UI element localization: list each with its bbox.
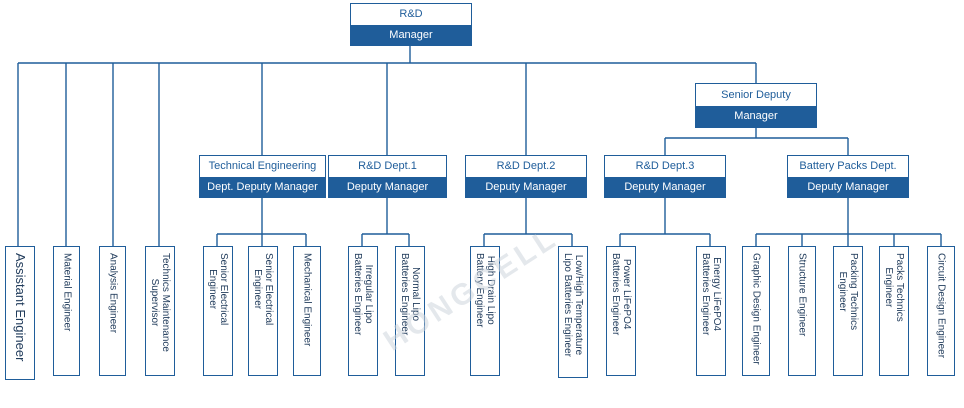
role-label-line: Technics Maintenance — [160, 253, 171, 352]
dept-title: Technical Engineering — [208, 160, 317, 173]
senior-deputy-role: Manager — [696, 105, 816, 127]
role-label: Senior Electrical Engineer — [207, 253, 229, 325]
dept-role: Dept. Deputy Manager — [200, 176, 325, 197]
role-label-line: Energy LiFePO4 — [711, 257, 722, 332]
role-label: Technics Maintenance Supervisor — [149, 253, 171, 352]
role-label: Energy LiFePO4 Batteries Engineer — [700, 253, 722, 335]
role-label: Power LiFePO4 Batteries Engineer — [610, 253, 632, 335]
role-label: Packing Technics Engineer — [837, 253, 859, 330]
rd-manager-role: Manager — [351, 24, 471, 45]
role-power-lifepo4-engineer: Power LiFePO4 Batteries Engineer — [606, 246, 636, 376]
role-label-line: Batteries Engineer — [700, 253, 711, 336]
role-senior-electrical-engineer-1: Senior Electrical Engineer — [203, 246, 233, 376]
role-label-line: Irregular Lipo — [363, 264, 374, 324]
role-label-line: Engineer — [883, 267, 894, 308]
role-label: Packs Technics Engineer — [883, 253, 905, 322]
rd-manager-title: R&D — [399, 8, 423, 21]
role-energy-lifepo4-engineer: Energy LiFePO4 Batteries Engineer — [696, 246, 726, 376]
role-label: Analysis Engineer — [107, 253, 118, 334]
role-senior-electrical-engineer-2: Senior Electrical Engineer — [248, 246, 278, 376]
dept-title: R&D Dept.2 — [496, 160, 556, 173]
rd-manager-box: R&D Manager — [350, 3, 472, 46]
role-low-high-temperature-engineer: Low/High Temperature Lipo Batteries Engi… — [558, 246, 588, 378]
role-label: Graphic Design Engineer — [750, 253, 762, 365]
dept-technical-engineering: Technical Engineering Dept. Deputy Manag… — [199, 155, 326, 198]
role-high-drain-lipo-engineer: High Drain Lipo Battery Engineer — [470, 246, 500, 376]
role-graphic-design-engineer: Graphic Design Engineer — [742, 246, 770, 376]
dept-title: R&D Dept.1 — [358, 160, 417, 173]
role-material-engineer: Material Engineer — [53, 246, 80, 376]
dept-title: Battery Packs Dept. — [799, 160, 897, 173]
dept-role: Deputy Manager — [329, 176, 446, 197]
role-label: Assistant Engineer — [13, 253, 28, 362]
role-mechanical-engineer: Mechanical Engineer — [293, 246, 321, 376]
role-packing-technics-engineer: Packing Technics Engineer — [833, 246, 863, 376]
role-label-line: Engineer — [837, 271, 848, 312]
role-label-line: Power LiFePO4 — [621, 258, 632, 330]
role-label-line: Senior Electrical — [218, 253, 229, 326]
role-label-line: Packing Technics — [848, 253, 859, 331]
role-label: Structure Engineer — [796, 253, 808, 337]
dept-role: Deputy Manager — [605, 176, 725, 197]
role-structure-engineer: Structure Engineer — [788, 246, 816, 376]
dept-battery-packs: Battery Packs Dept. Deputy Manager — [787, 155, 909, 198]
role-assistant-engineer: Assistant Engineer — [5, 246, 35, 380]
dept-title: R&D Dept.3 — [635, 160, 695, 173]
role-circuit-design-engineer: Circuit Design Engineer — [927, 246, 955, 376]
role-label-line: Batteries Engineer — [352, 253, 363, 336]
role-label: Low/High Temperature Lipo Batteries Engi… — [562, 253, 584, 357]
role-packs-technics-engineer: Packs Technics Engineer — [879, 246, 909, 376]
role-label-line: Batteries Engineer — [610, 253, 621, 336]
role-irregular-lipo-engineer: Irregular Lipo Batteries Engineer — [348, 246, 378, 376]
role-label-line: Supervisor — [149, 278, 160, 327]
dept-rd-2: R&D Dept.2 Deputy Manager — [465, 155, 587, 198]
role-label-line: Packs Technics — [894, 253, 905, 322]
dept-rd-3: R&D Dept.3 Deputy Manager — [604, 155, 726, 198]
role-label: Mechanical Engineer — [301, 253, 313, 347]
dept-rd-1: R&D Dept.1 Deputy Manager — [328, 155, 447, 198]
role-label-line: Senior Electrical — [263, 253, 274, 326]
role-label: Senior Electrical Engineer — [252, 253, 274, 325]
role-analysis-engineer: Analysis Engineer — [99, 246, 126, 376]
role-normal-lipo-engineer: Normal Lipo Batteries Engineer — [395, 246, 425, 376]
role-label-line: Engineer — [207, 269, 218, 310]
role-label: Material Engineer — [61, 253, 72, 332]
senior-deputy-title: Senior Deputy — [721, 88, 791, 101]
dept-role: Deputy Manager — [466, 176, 586, 197]
role-label-line: Lipo Batteries Engineer — [562, 253, 573, 357]
role-label: Circuit Design Engineer — [935, 253, 947, 359]
role-technics-maintenance-supervisor: Technics Maintenance Supervisor — [145, 246, 175, 376]
role-label-line: Engineer — [252, 269, 263, 310]
dept-role: Deputy Manager — [788, 176, 908, 197]
role-label: Irregular Lipo Batteries Engineer — [352, 253, 374, 335]
role-label-line: Low/High Temperature — [573, 254, 584, 356]
senior-deputy-box: Senior Deputy Manager — [695, 83, 817, 128]
